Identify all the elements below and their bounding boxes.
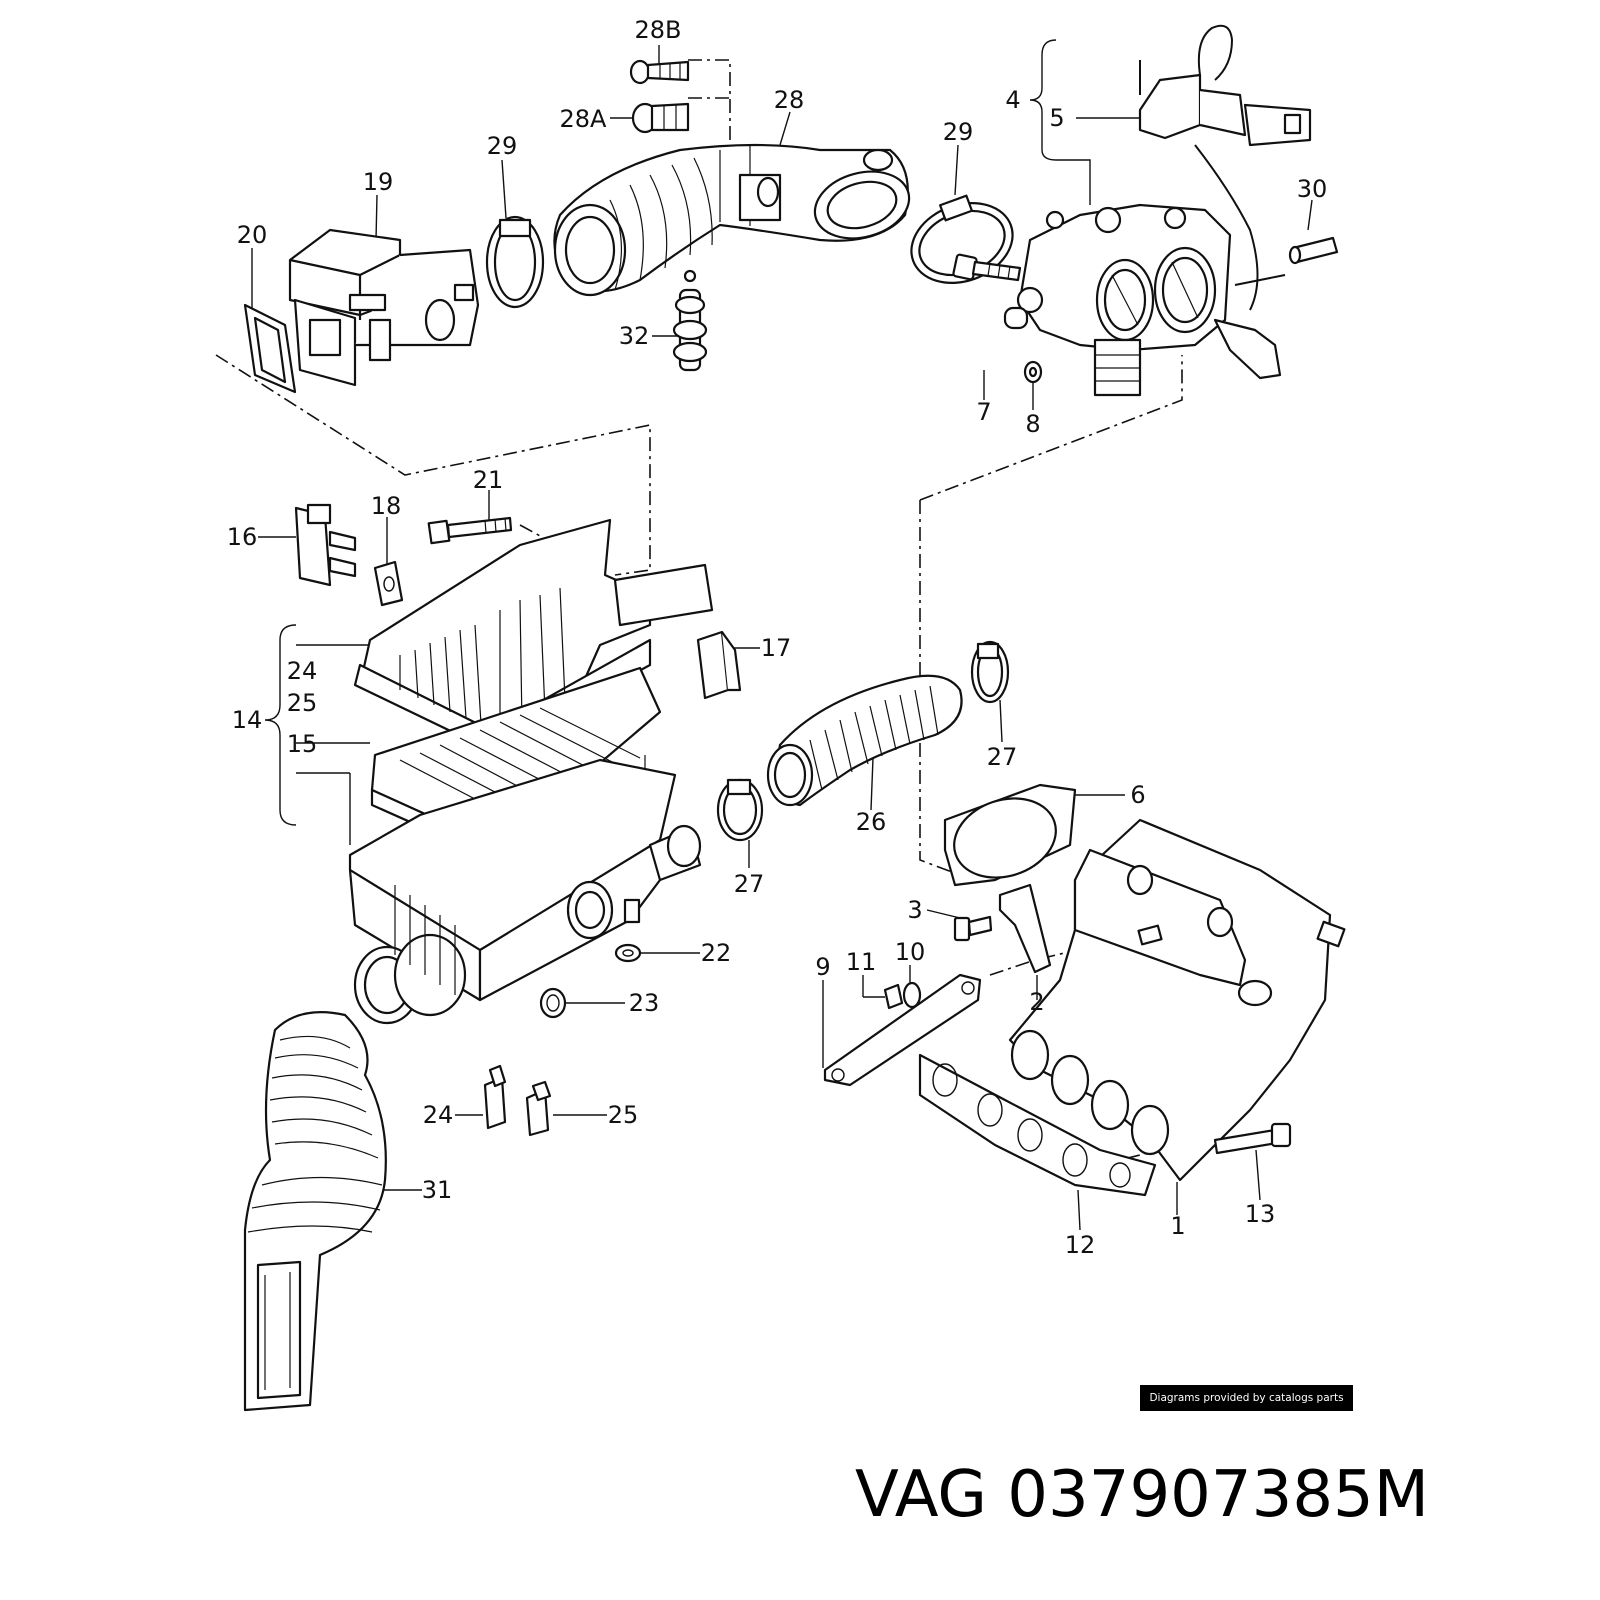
part-number-caption: VAG 037907385M — [855, 1458, 1429, 1532]
part-2-bracket — [998, 883, 1052, 974]
part-31-intake-duct — [243, 1011, 387, 1412]
callout-8: 8 — [1025, 410, 1040, 438]
callout-26: 26 — [856, 808, 887, 836]
callout-27-upper: 27 — [987, 743, 1018, 771]
part-14-housing-base — [348, 758, 702, 1025]
part-25-clip — [525, 1080, 552, 1137]
callout-25: 25 — [608, 1101, 639, 1129]
callout-21: 21 — [473, 466, 504, 494]
part-22-seal — [614, 943, 642, 963]
callout-29-right: 29 — [943, 118, 974, 146]
callout-labels: 28B 28A 28 29 19 20 32 29 4 5 30 7 8 21 … — [227, 16, 1328, 1259]
part-7-bolt — [952, 253, 1022, 282]
part-5-bracket — [1138, 24, 1312, 311]
part-27-clamp-upper — [970, 640, 1010, 704]
callout-9: 9 — [815, 953, 830, 981]
callout-12: 12 — [1065, 1231, 1096, 1259]
callout-3: 3 — [907, 896, 922, 924]
part-30-sleeve — [1288, 236, 1339, 265]
callout-1: 1 — [1170, 1212, 1185, 1240]
part-12-gasket — [918, 1053, 1157, 1197]
part-9-strut — [823, 973, 982, 1087]
callout-24: 24 — [423, 1101, 454, 1129]
part-27-clamp-lower — [716, 778, 764, 842]
callout-28: 28 — [774, 86, 805, 114]
part-17-clip — [696, 630, 742, 700]
callout-23: 23 — [629, 989, 660, 1017]
part-28-intake-hose — [553, 143, 911, 297]
callout-13: 13 — [1245, 1200, 1276, 1228]
callout-30: 30 — [1297, 175, 1328, 203]
part-29-clamp-left — [485, 215, 545, 309]
callout-7: 7 — [976, 398, 991, 426]
callout-29-left: 29 — [487, 132, 518, 160]
part-8-washer — [1023, 360, 1043, 384]
callout-17: 17 — [761, 634, 792, 662]
callout-14: 14 — [232, 706, 263, 734]
part-4-throttle-body — [1003, 203, 1286, 397]
part-28b-screw — [629, 59, 690, 85]
callout-20: 20 — [237, 221, 268, 249]
callout-10: 10 — [895, 938, 926, 966]
callout-28b: 28B — [634, 16, 681, 44]
part-21-bolt — [427, 516, 513, 545]
part-26-breather-hose — [766, 674, 963, 807]
callout-32: 32 — [619, 322, 650, 350]
callout-6: 6 — [1130, 781, 1145, 809]
part-29-clamp-right — [910, 194, 1014, 284]
part-20-gasket — [243, 303, 297, 394]
callout-25-bracket: 25 — [287, 689, 318, 717]
callout-15: 15 — [287, 730, 318, 758]
callout-19: 19 — [363, 168, 394, 196]
part-32-connector — [672, 269, 708, 372]
part-28a-plug — [631, 102, 690, 134]
callout-18: 18 — [371, 492, 402, 520]
part-6-gasket — [943, 783, 1077, 887]
part-23-seal — [539, 987, 567, 1019]
callout-5: 5 — [1049, 104, 1064, 132]
callout-22: 22 — [701, 939, 732, 967]
part-16-sensor — [294, 503, 357, 587]
part-10-washer — [902, 981, 922, 1009]
callout-28a: 28A — [560, 105, 608, 133]
part-3-bolt — [953, 915, 993, 942]
part-13-bolt — [1213, 1122, 1292, 1155]
callout-27-lower: 27 — [734, 870, 765, 898]
credit-badge: Diagrams provided by catalogs parts — [1140, 1385, 1353, 1411]
callout-24-bracket: 24 — [287, 657, 318, 685]
part-1-intake-manifold — [1008, 818, 1346, 1182]
callout-31: 31 — [422, 1176, 453, 1204]
callout-16: 16 — [227, 523, 258, 551]
part-18-seal — [373, 560, 404, 607]
callout-4: 4 — [1005, 86, 1020, 114]
callout-11: 11 — [846, 948, 877, 976]
part-11-nut — [883, 983, 904, 1010]
part-19-air-mass-meter — [288, 228, 480, 387]
part-24-clip — [483, 1064, 507, 1130]
callout-2: 2 — [1029, 988, 1044, 1016]
